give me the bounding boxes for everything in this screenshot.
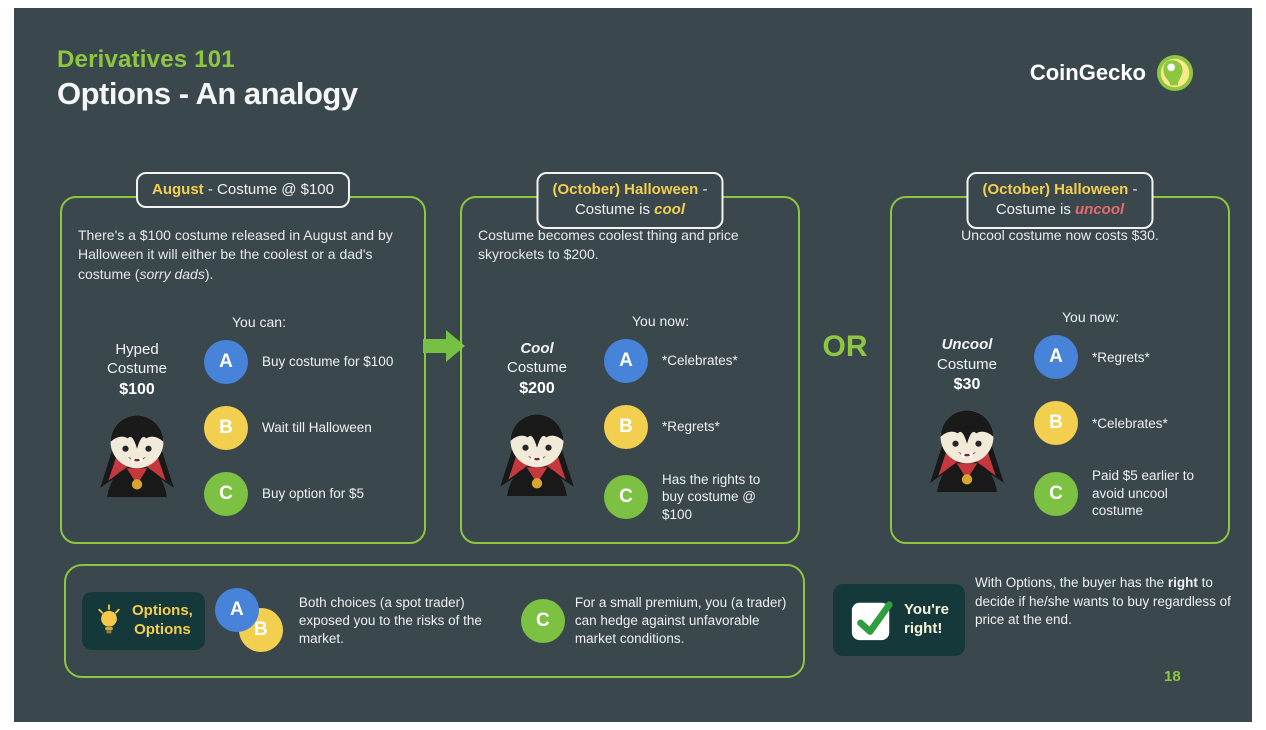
panel-august-body: There's a $100 costume released in Augus… bbox=[78, 226, 408, 284]
page-number: 18 bbox=[1164, 668, 1181, 685]
panel-header-line2: Costume is bbox=[574, 201, 655, 219]
panel-header-line2: Costume is bbox=[995, 201, 1076, 219]
panel-august: August - Costume @ $100 There's a $100 c… bbox=[60, 172, 426, 544]
costume-label-line1: Hyped bbox=[115, 340, 159, 358]
costume-label-line2: Costume bbox=[936, 355, 998, 373]
panel-header-bold: August bbox=[152, 181, 204, 198]
brand-name: CoinGecko bbox=[1029, 60, 1146, 85]
option-letter-circle-c: C bbox=[204, 471, 248, 516]
lightbulb-icon bbox=[94, 604, 124, 638]
conclusion-badge-label: You're right! bbox=[904, 601, 949, 639]
option-text: Paid $5 earlier to avoid uncool costume bbox=[1092, 468, 1195, 519]
options-badge: Options, Options bbox=[82, 592, 205, 650]
costume-column: Cool Costume $200 bbox=[478, 339, 596, 546]
brand: CoinGecko bbox=[1030, 54, 1194, 92]
ab-circles: A B bbox=[214, 588, 289, 654]
option-text: *Regrets* bbox=[662, 418, 720, 434]
badge-line1: Options, bbox=[132, 602, 193, 620]
list-label: You can: bbox=[232, 313, 286, 330]
panel-uncool-header: (October) Halloween - Costume is uncool bbox=[966, 172, 1154, 229]
option-letter-circle-c: C bbox=[1034, 471, 1078, 516]
slide: Derivatives 101 Options - An analogy Coi… bbox=[14, 8, 1252, 722]
body-text: There's a $100 costume released in Augus… bbox=[78, 227, 393, 282]
body-text-after: ). bbox=[204, 265, 214, 282]
panel-header-rest: - bbox=[1128, 181, 1138, 198]
letter-circle-c: C bbox=[520, 599, 565, 643]
options-column: You can: A Buy costume for $100 B Wait t… bbox=[196, 314, 408, 538]
conclusion-badge-line1: You're bbox=[904, 601, 949, 619]
conclusion-text-before: With Options, the buyer has the bbox=[975, 575, 1168, 590]
options-badge-label: Options, Options bbox=[132, 602, 193, 640]
body-text-italic: sorry dads bbox=[139, 265, 205, 282]
kicker: Derivatives 101 bbox=[57, 46, 235, 73]
costume-price: $30 bbox=[953, 376, 981, 394]
list-label: You now: bbox=[1062, 309, 1120, 326]
option-letter-circle-a: A bbox=[1034, 335, 1078, 380]
letter-circle-a: A bbox=[214, 588, 259, 632]
costume-price: $100 bbox=[119, 380, 155, 398]
costume-column: Hyped Costume $100 bbox=[78, 340, 196, 538]
costume-label-line1: Cool bbox=[520, 339, 554, 357]
or-label: OR bbox=[822, 330, 868, 363]
panel-cool-header: (October) Halloween - Costume is cool bbox=[536, 172, 724, 229]
option-row: A Buy costume for $100 bbox=[204, 339, 408, 384]
vampire-icon bbox=[919, 400, 1015, 492]
checkmark-icon bbox=[849, 597, 895, 643]
vampire-icon bbox=[489, 404, 585, 496]
option-letter-circle-b: B bbox=[604, 404, 648, 449]
panel-header-bold: (October) Halloween bbox=[982, 181, 1129, 198]
option-row: C Has the rights to buy costume @ $100 bbox=[604, 471, 782, 524]
option-text: Buy costume for $100 bbox=[262, 354, 394, 370]
panel-header-rest: - Costume @ $100 bbox=[203, 181, 334, 198]
option-letter-circle-a: A bbox=[604, 338, 648, 383]
option-row: B Wait till Halloween bbox=[204, 405, 408, 450]
option-letter-circle-a: A bbox=[204, 339, 248, 384]
conclusion-badge: You're right! bbox=[833, 584, 965, 656]
vampire-icon bbox=[89, 405, 185, 497]
costume-label-line2: Costume bbox=[106, 360, 168, 378]
panel-header-bold: (October) Halloween bbox=[552, 181, 699, 198]
option-row: A *Celebrates* bbox=[604, 338, 782, 383]
option-letter-circle-b: B bbox=[204, 405, 248, 450]
summary-point-ab: Both choices (a spot trader) exposed you… bbox=[298, 594, 482, 647]
panel-header-rest: - bbox=[698, 181, 708, 198]
conclusion-text-after: to decide if he/she wants to buy regardl… bbox=[975, 575, 1231, 628]
badge-line2: Options bbox=[134, 621, 191, 638]
option-text: Wait till Halloween bbox=[262, 420, 372, 436]
panel-halloween-uncool: (October) Halloween - Costume is uncool … bbox=[890, 172, 1230, 544]
costume-label-line2: Costume bbox=[506, 359, 568, 377]
panel-header-accent: cool bbox=[654, 201, 686, 219]
coingecko-logo-icon bbox=[1156, 54, 1194, 92]
conclusion-text: With Options, the buyer has the right to… bbox=[975, 574, 1249, 630]
option-row: B *Regrets* bbox=[604, 404, 782, 449]
costume-label-line1: Uncool bbox=[941, 336, 993, 354]
option-text: Has the rights to buy costume @ $100 bbox=[662, 471, 761, 522]
option-row: B *Celebrates* bbox=[1034, 401, 1212, 446]
panel-uncool-body: Uncool costume now costs $30. bbox=[961, 227, 1159, 243]
panel-halloween-cool: (October) Halloween - Costume is cool Co… bbox=[460, 172, 800, 546]
page-title: Options - An analogy bbox=[57, 76, 358, 111]
panel-cool-body: Costume becomes coolest thing and price … bbox=[478, 227, 739, 263]
option-letter-circle-b: B bbox=[1034, 401, 1078, 446]
option-text: *Celebrates* bbox=[1092, 415, 1168, 431]
option-text: Buy option for $5 bbox=[262, 486, 365, 502]
option-row: C Buy option for $5 bbox=[204, 471, 408, 516]
conclusion-badge-line2: right! bbox=[904, 620, 943, 637]
costume-price: $200 bbox=[519, 379, 555, 397]
flow-arrow-icon bbox=[423, 328, 465, 364]
conclusion-text-bold: right bbox=[1167, 575, 1198, 590]
list-label: You now: bbox=[632, 312, 690, 329]
summary-point-c: For a small premium, you (a trader) can … bbox=[574, 594, 787, 647]
option-row: A *Regrets* bbox=[1034, 335, 1212, 380]
panel-header-accent: uncool bbox=[1075, 201, 1125, 219]
option-row: C Paid $5 earlier to avoid uncool costum… bbox=[1034, 467, 1212, 520]
options-column: You now: A *Regrets* B *Celebrates* C Pa… bbox=[1026, 309, 1212, 542]
option-letter-circle-c: C bbox=[604, 474, 648, 519]
costume-column: Uncool Costume $30 bbox=[908, 335, 1026, 542]
options-column: You now: A *Celebrates* B *Regrets* C Ha… bbox=[596, 313, 782, 546]
option-text: *Regrets* bbox=[1092, 349, 1150, 365]
panel-august-header: August - Costume @ $100 bbox=[136, 172, 350, 209]
option-text: *Celebrates* bbox=[662, 352, 738, 368]
summary-box: Options, Options A B Both choices (a spo… bbox=[64, 564, 805, 678]
